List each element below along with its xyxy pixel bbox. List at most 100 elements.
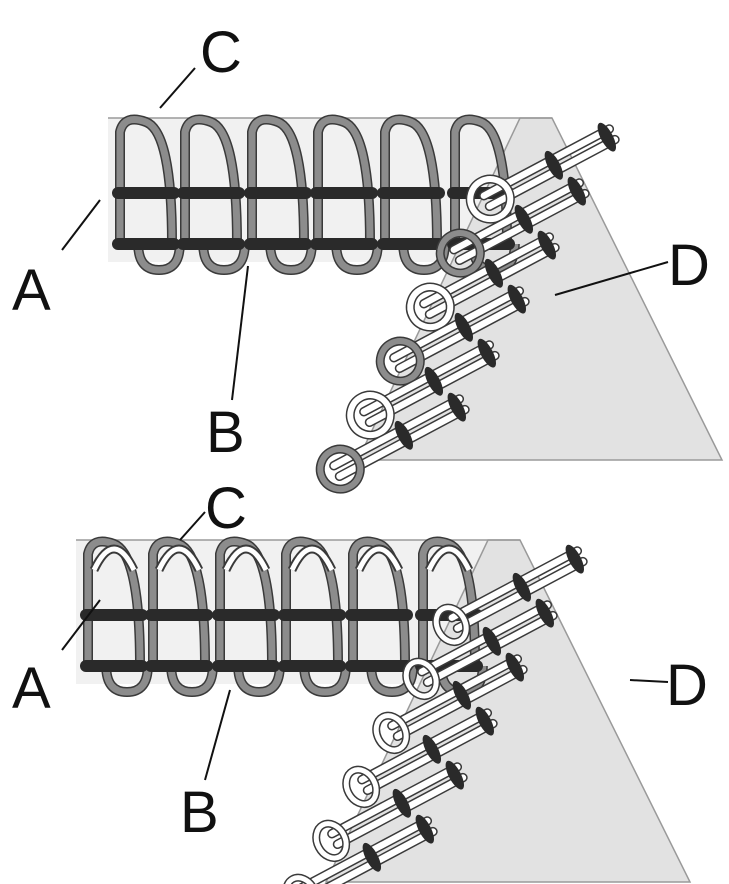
bottom-leader-b xyxy=(204,689,231,781)
top-label-a: A xyxy=(12,258,51,323)
top-panel: A B C D xyxy=(12,20,724,494)
top-diag-bar-tack xyxy=(477,338,496,368)
top-label-d: D xyxy=(668,233,710,298)
bottom-diag-bar-tack xyxy=(445,760,464,790)
top-bar-tack-lower xyxy=(177,238,245,250)
bottom-diag-stitch xyxy=(432,544,588,647)
top-label-b: B xyxy=(206,400,245,465)
top-label-c: C xyxy=(200,20,242,85)
bottom-edge-loop xyxy=(313,821,349,861)
bottom-bar-tack-upper xyxy=(345,609,413,621)
bottom-diag-bar-tack xyxy=(392,788,412,818)
bottom-bar-tack-lower xyxy=(212,660,280,672)
top-bar-tack-upper xyxy=(310,187,378,199)
bottom-leaders xyxy=(61,511,669,781)
bottom-lower-loop xyxy=(300,665,350,696)
top-diag-stitch xyxy=(465,122,620,224)
top-lower-loop xyxy=(134,243,184,274)
bottom-diag-bar-tack xyxy=(482,626,502,656)
top-bar-tack-upper xyxy=(112,187,180,199)
bottom-diag-bar-tack xyxy=(415,814,434,844)
top-chain-link xyxy=(347,392,394,439)
bottom-bar-tack-upper xyxy=(80,609,148,621)
bottom-edge-loop xyxy=(343,767,379,807)
top-chain-link xyxy=(467,176,514,223)
bottom-diag-bar-tack xyxy=(362,842,382,872)
bottom-lower-loop xyxy=(367,665,417,696)
bottom-label-d: D xyxy=(666,653,708,718)
top-diag-bar-tack xyxy=(394,420,414,450)
top-diag-stitch xyxy=(315,392,470,494)
bottom-diag-bar-tack xyxy=(505,652,524,682)
bottom-bar-tack-lower xyxy=(345,660,413,672)
top-lower-loop xyxy=(199,243,249,274)
bottom-bar-tack-lower xyxy=(80,660,148,672)
top-diag-stitch xyxy=(345,338,500,440)
top-diag-bar-tack xyxy=(537,230,556,260)
bottom-leader-a xyxy=(61,599,101,651)
bottom-bar-tack-upper xyxy=(278,609,346,621)
top-chain-link xyxy=(377,338,424,385)
bottom-cover-loop xyxy=(91,546,137,572)
top-bar-tack-upper xyxy=(377,187,445,199)
top-diag-stitch xyxy=(405,230,560,332)
top-diag-bar-tack xyxy=(454,312,474,342)
top-leader-a xyxy=(61,199,101,251)
top-diag-bar-tack xyxy=(447,392,466,422)
top-diag-stitch xyxy=(375,284,530,386)
bottom-bar-tack-lower xyxy=(145,660,213,672)
top-diag-bar-tack xyxy=(507,284,526,314)
bottom-diag-bar-tack xyxy=(535,598,554,628)
bottom-bar-tack-lower xyxy=(278,660,346,672)
top-diag-bar-tack xyxy=(484,258,504,288)
bottom-cover-loop xyxy=(426,546,472,572)
bottom-diag-bar-tack xyxy=(452,680,472,710)
top-bar-tack-upper xyxy=(244,187,312,199)
bottom-cover-loop xyxy=(156,546,202,572)
bottom-horizontal-stitches xyxy=(80,536,488,698)
bottom-label-c: C xyxy=(205,476,247,541)
top-diag-bar-tack xyxy=(514,204,534,234)
top-leader-b xyxy=(231,265,249,401)
top-bar-tack-lower xyxy=(377,238,445,250)
top-chain-link xyxy=(407,284,454,331)
top-lower-loop xyxy=(266,243,316,274)
bottom-fabric xyxy=(76,539,692,883)
bottom-diag-stitch xyxy=(342,706,498,809)
top-diag-bar-tack xyxy=(597,122,616,152)
bottom-diag-bar-tack xyxy=(565,544,584,574)
bottom-diag-bar-tack xyxy=(422,734,442,764)
bottom-diag-stitch xyxy=(312,760,468,863)
bottom-label-a: A xyxy=(12,656,51,721)
bottom-cover-loop xyxy=(223,546,269,572)
top-leader-d xyxy=(554,261,669,296)
bottom-bar-tack-upper xyxy=(212,609,280,621)
top-diag-bar-tack xyxy=(424,366,444,396)
bottom-edge-loop xyxy=(433,605,469,645)
bottom-diag-stitch xyxy=(402,598,558,701)
top-bar-tack-lower xyxy=(310,238,378,250)
bottom-diag-stitch xyxy=(372,652,528,755)
bottom-diagonal-stitches xyxy=(282,544,588,884)
bottom-edge-loop xyxy=(373,713,409,753)
bottom-edge-loop xyxy=(403,659,439,699)
top-bar-tack-lower xyxy=(244,238,312,250)
bottom-leader-d xyxy=(629,679,669,683)
bottom-cover-loop xyxy=(356,546,402,572)
bottom-lower-loop xyxy=(234,665,284,696)
top-diag-bar-tack xyxy=(567,176,586,206)
bottom-leader-c xyxy=(179,511,206,541)
bottom-lower-loop xyxy=(167,665,217,696)
bottom-lower-loop xyxy=(102,665,152,696)
bottom-panel: A B C D xyxy=(12,476,708,884)
top-leaders xyxy=(61,67,669,401)
top-diag-bar-tack xyxy=(544,150,564,180)
top-lower-loop xyxy=(332,243,382,274)
top-bar-tack-lower xyxy=(112,238,180,250)
bottom-cover-loop xyxy=(289,546,335,572)
bottom-label-b: B xyxy=(180,780,219,845)
top-diag-stitch xyxy=(435,176,590,278)
bottom-edge-loop xyxy=(283,875,319,884)
bottom-diag-bar-tack xyxy=(512,572,532,602)
